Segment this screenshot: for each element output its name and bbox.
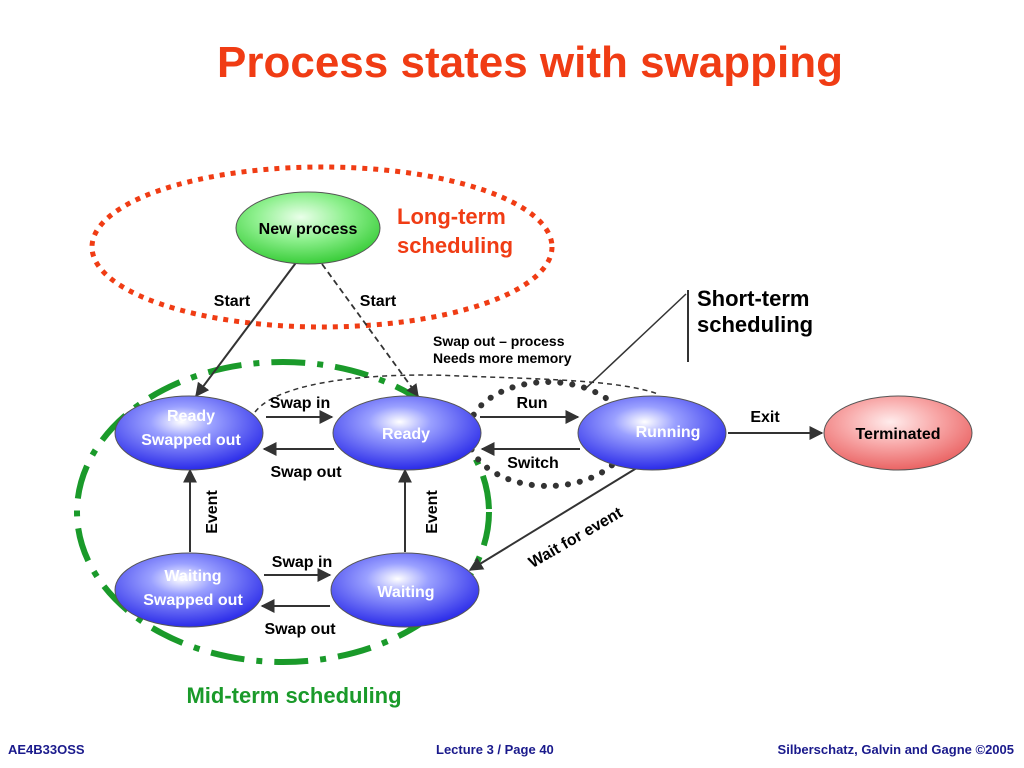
wait-for-event-arrow <box>468 465 641 571</box>
start-arrow-left <box>195 259 299 398</box>
label-new-process: New process <box>259 221 358 238</box>
footer-copyright: Silberschatz, Galvin and Gagne ©2005 <box>777 742 1014 757</box>
label-long-term-2: scheduling <box>397 233 513 258</box>
label-swap-out-process-1: Swap out – process <box>433 333 565 349</box>
label-long-term-1: Long-term <box>397 204 506 229</box>
label-swap-in-top: Swap in <box>270 395 330 412</box>
label-running: Running <box>636 424 701 441</box>
label-ready-swapped-out-1: Ready <box>167 408 215 425</box>
label-ready-swapped-out-2: Swapped out <box>141 432 241 449</box>
label-mid-term: Mid-term scheduling <box>186 683 401 708</box>
state-ready <box>332 395 482 471</box>
footer-course-code: AE4B33OSS <box>8 742 85 757</box>
long-term-scheduling-ring <box>89 164 555 330</box>
label-start-left: Start <box>214 293 251 310</box>
state-new-process <box>235 191 381 265</box>
label-swap-out-top: Swap out <box>270 464 342 481</box>
label-waiting-swapped-out-1: Waiting <box>164 568 221 585</box>
start-arrow-right <box>321 263 419 398</box>
swap-out-path-oval <box>254 374 659 413</box>
label-wait-for-event: Wait for event <box>526 504 626 572</box>
label-start-right: Start <box>360 293 397 310</box>
label-short-term-2: scheduling <box>697 312 813 337</box>
label-event-right: Event <box>424 490 441 534</box>
label-short-term-1: Short-term <box>697 286 809 311</box>
label-ready: Ready <box>382 426 430 443</box>
mid-term-scheduling-ring <box>74 359 492 665</box>
label-waiting: Waiting <box>377 584 434 601</box>
page-title: Process states with swapping <box>217 38 843 87</box>
label-waiting-swapped-out-2: Swapped out <box>143 592 243 609</box>
state-waiting <box>330 552 480 628</box>
footer-page-number: Lecture 3 / Page 40 <box>436 742 554 757</box>
label-terminated: Terminated <box>855 426 940 443</box>
label-event-left: Event <box>204 490 221 534</box>
label-exit: Exit <box>750 409 780 426</box>
label-swap-out-process-2: Needs more memory <box>433 350 572 366</box>
state-terminated <box>823 395 973 471</box>
label-swap-out-bottom: Swap out <box>264 621 336 638</box>
label-run: Run <box>516 395 547 412</box>
state-ready-swapped-out <box>114 395 264 471</box>
label-switch: Switch <box>507 455 559 472</box>
state-waiting-swapped-out <box>114 552 264 628</box>
label-swap-in-bottom: Swap in <box>272 554 332 571</box>
state-running <box>577 395 727 471</box>
short-term-callout-line <box>583 293 687 391</box>
